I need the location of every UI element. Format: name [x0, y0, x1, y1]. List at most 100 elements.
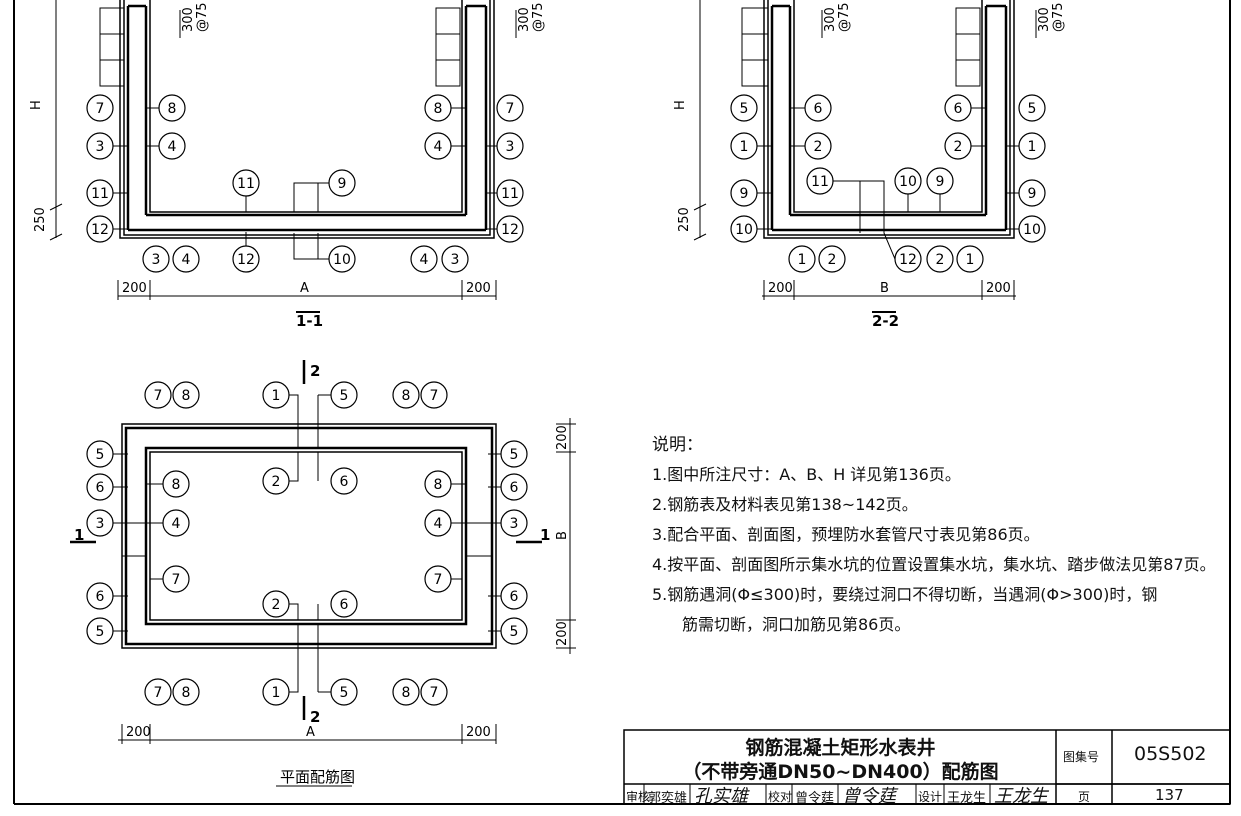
reviewer-name: 郭奕雄	[648, 791, 688, 806]
note-item-4: 4.按平面、剖面图所示集水坑的位置设置集水坑，集水坑、踏步做法见第87页。	[652, 555, 1216, 574]
marker: 12	[91, 222, 109, 238]
marker: 1	[272, 388, 281, 404]
reviewer-signature: 孔实雄	[694, 786, 748, 807]
section-2-2-markers	[730, 94, 1046, 273]
designer-name: 王龙生	[947, 791, 987, 806]
cut-1-left: 1	[74, 526, 84, 544]
marker: 5	[510, 624, 519, 640]
rebar-lines	[126, 4, 488, 232]
drawing-title-line2: （不带旁通DN50~DN400）配筋图	[682, 761, 999, 783]
checker-signature: 曾令莛	[842, 786, 896, 807]
marker: 10	[333, 252, 351, 268]
checker-name: 曾令莛	[795, 791, 835, 806]
marker: 5	[340, 685, 349, 701]
marker: 6	[814, 101, 823, 117]
section-title-2-2: 2-2	[872, 312, 899, 330]
marker: 12	[501, 222, 519, 238]
marker: 11	[501, 186, 519, 202]
check-label: 校对	[768, 790, 793, 804]
dim-A-plan: A	[306, 725, 315, 740]
marker: 5	[340, 388, 349, 404]
marker: 9	[338, 176, 347, 192]
marker: 2	[272, 474, 281, 490]
plan-view	[70, 360, 576, 787]
marker: 1	[740, 139, 749, 155]
dim-200-right-plan: 200	[466, 725, 491, 740]
dim-H-1-1: H	[29, 100, 44, 110]
dimensions-1-1	[49, 0, 517, 313]
designer-signature: 王龙生	[994, 786, 1048, 807]
marker: 10	[735, 222, 753, 238]
dim-300-2-2-right: 300	[1037, 7, 1052, 32]
marker: 5	[1028, 101, 1037, 117]
marker: 6	[510, 589, 519, 605]
section-2-2-leaders	[757, 107, 1019, 260]
spacing-2-2-left: @75	[837, 2, 852, 32]
marker: 11	[811, 174, 829, 190]
dim-200-left-1-1: 200	[122, 281, 147, 296]
note-item-1: 1.图中所注尺寸：A、B、H 详见第136页。	[652, 465, 961, 484]
marker: 9	[1028, 186, 1037, 202]
page-label: 页	[1078, 790, 1091, 804]
marker: 3	[152, 252, 161, 268]
section-title-1-1: 1-1	[296, 312, 323, 330]
dim-200-bottom-plan: 200	[555, 621, 570, 646]
marker: 1	[272, 685, 281, 701]
marker: 5	[96, 447, 105, 463]
notes-block: 说明： 1.图中所注尺寸：A、B、H 详见第136页。 2.钢筋表及材料表见第1…	[652, 430, 1216, 640]
marker: 7	[434, 572, 443, 588]
marker: 1	[966, 252, 975, 268]
marker: 7	[172, 572, 181, 588]
marker: 1	[1028, 139, 1037, 155]
marker: 4	[182, 252, 191, 268]
marker: 5	[510, 447, 519, 463]
note-item-3: 3.配合平面、剖面图，预埋防水套管尺寸表见第86页。	[652, 525, 1040, 544]
marker: 3	[451, 252, 460, 268]
plan-markers	[86, 381, 528, 706]
dim-H-2-2: H	[673, 100, 688, 110]
spacing-1-1-right: @75	[531, 2, 546, 32]
marker: 6	[340, 474, 349, 490]
cut-2-top: 2	[310, 362, 320, 380]
marker: 2	[828, 252, 837, 268]
marker: 4	[420, 252, 429, 268]
marker: 5	[96, 624, 105, 640]
marker: 10	[1023, 222, 1041, 238]
marker: 3	[506, 139, 515, 155]
marker: 11	[91, 186, 109, 202]
plan-labels: 200 A 200 200 B 200 1 1 2 2 平面配筋图	[74, 362, 570, 786]
section-1-1-labels: H 250 300 @75 300 @75 200 A 200 1-1	[29, 2, 546, 330]
dim-B-plan: B	[555, 531, 570, 540]
marker: 6	[340, 597, 349, 613]
marker: 2	[954, 139, 963, 155]
spacing-1-1-left: @75	[195, 2, 210, 32]
atlas-number: 05S502	[1134, 743, 1207, 765]
marker: 3	[510, 516, 519, 532]
marker: 10	[899, 174, 917, 190]
marker: 8	[402, 685, 411, 701]
marker: 4	[168, 139, 177, 155]
marker: 8	[434, 477, 443, 493]
masonry-right-2	[955, 7, 981, 87]
note-item-5-cont: 筋需切断，洞口加筋见第86页。	[682, 615, 911, 634]
section-2-2-marker-labels: 5 1 9 10 6 2 6 2 5 1 9 10 11 10 9 1 2 12…	[735, 101, 1041, 268]
drawing-title-line1: 钢筋混凝土矩形水表井	[745, 737, 936, 759]
dim-A-1-1: A	[300, 281, 309, 296]
page-number: 137	[1155, 786, 1184, 804]
marker: 8	[182, 388, 191, 404]
review-label: 审核	[626, 790, 651, 804]
dim-250-2-2: 250	[677, 207, 692, 232]
spacing-2-2-right: @75	[1051, 2, 1066, 32]
marker: 3	[96, 139, 105, 155]
marker: 6	[954, 101, 963, 117]
section-1-1	[49, 0, 517, 313]
section-2-2-labels: H 250 300 @75 300 @75 200 B 200 2-2	[673, 2, 1066, 330]
marker: 6	[96, 589, 105, 605]
marker: 7	[154, 388, 163, 404]
marker: 12	[237, 252, 255, 268]
marker: 6	[510, 480, 519, 496]
marker: 6	[96, 480, 105, 496]
dim-300-2-2-left: 300	[823, 7, 838, 32]
marker: 8	[182, 685, 191, 701]
